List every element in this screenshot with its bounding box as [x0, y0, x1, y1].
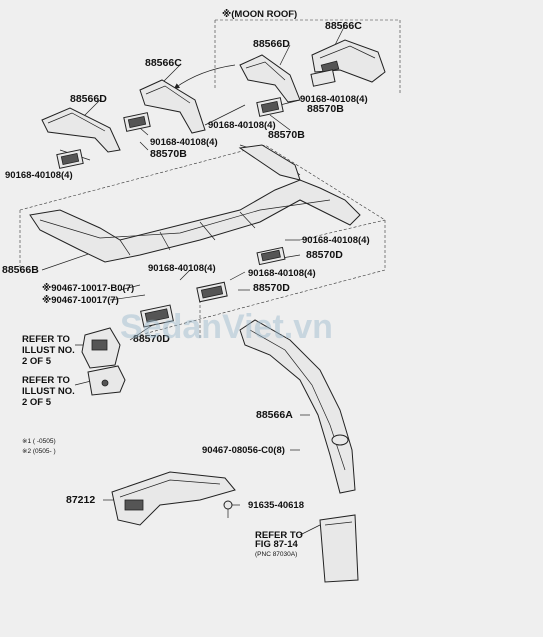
clip-88570b-left: [56, 149, 84, 169]
label-88570d-center: 88570D: [253, 282, 290, 294]
refer-line: ILLUST NO.: [22, 345, 75, 356]
duct-88566a: [239, 319, 356, 494]
label-bolt: 91635-40618: [248, 500, 304, 511]
label-screw-3: 90168-40108(4): [150, 137, 218, 148]
clip-88570b-mid: [123, 112, 151, 132]
moon-roof-note: ※(MOON ROOF): [222, 9, 297, 20]
label-clip-3: 90467-08056-C0(8): [202, 445, 285, 456]
clip-88570b-right: [310, 69, 336, 87]
assembly-frame: [19, 19, 401, 340]
label-88570b-right: 88570B: [307, 103, 344, 115]
clip-88570d-center: [196, 281, 228, 303]
label-screw-5: 90168-40108(4): [302, 235, 370, 246]
label-88570d-left: 88570D: [133, 333, 170, 345]
duct-88566c-left: [139, 79, 206, 134]
label-screw-2: 90168-40108(4): [208, 120, 276, 131]
refer-line: FIG 87-14: [255, 539, 298, 550]
label-clip-1: ※90467-10017-B0(7): [42, 283, 134, 294]
duct-88566d-left: [41, 107, 121, 153]
footnotes: ※1 ( -0505) ※2 (0505- ): [22, 438, 56, 455]
label-screw-7: 90168-40108(4): [248, 268, 316, 279]
refer-note-fig: REFER TO FIG 87-14 (PNC 87030A): [255, 530, 303, 558]
label-88566c-left: 88566C: [145, 57, 182, 69]
footnote-2: ※2 (0505- ): [22, 448, 56, 455]
duct-88566c-right: [311, 39, 386, 83]
label-88570b-top: 88570B: [268, 129, 305, 141]
footnote-1: ※1 ( -0505): [22, 438, 56, 445]
refer-line: ILLUST NO.: [22, 386, 75, 397]
duct-88566b-main: [29, 144, 361, 263]
label-88570d-right: 88570D: [306, 249, 343, 261]
bolt-91635: [223, 500, 233, 518]
refer-line: 2 OF 5: [22, 356, 52, 367]
watermark: SedanViet.vn: [120, 308, 333, 346]
label-screw-1: 90168-40108(4): [300, 94, 368, 105]
label-88570b-mid: 88570B: [150, 148, 187, 160]
clip-88570d-left: [140, 304, 174, 328]
fig-duct: [319, 514, 359, 583]
clip-88570b-top: [256, 97, 284, 117]
moon-roof-arrow: [173, 64, 236, 89]
duct-88566d-top: [239, 54, 301, 103]
label-88566a: 88566A: [256, 409, 293, 421]
refer-line: (PNC 87030A): [255, 551, 297, 558]
refer-note-2: REFER TO ILLUST NO. 2 OF 5: [22, 375, 75, 408]
label-clip-2: ※90467-10017(7): [42, 295, 119, 306]
label-88566d-left: 88566D: [70, 93, 107, 105]
refer-line: REFER TO: [255, 530, 303, 541]
clip-88570d-right: [256, 246, 286, 266]
label-87212: 87212: [66, 494, 95, 506]
refer-part-2: [87, 365, 126, 396]
refer-note-1: REFER TO ILLUST NO. 2 OF 5: [22, 334, 75, 367]
label-88566c-right: 88566C: [325, 20, 362, 32]
label-88566b: 88566B: [2, 264, 39, 276]
label-88566d-top: 88566D: [253, 38, 290, 50]
label-screw-6: 90168-40108(4): [148, 263, 216, 274]
refer-line: REFER TO: [22, 334, 70, 345]
labels-group: ※(MOON ROOF) 88566C 88566D 88566C 90168-…: [2, 9, 370, 511]
refer-line: 2 OF 5: [22, 397, 52, 408]
bracket-87212: [111, 471, 236, 526]
refer-part-1: [81, 327, 121, 369]
label-screw-4: 90168-40108(4): [5, 170, 73, 181]
refer-line: REFER TO: [22, 375, 70, 386]
